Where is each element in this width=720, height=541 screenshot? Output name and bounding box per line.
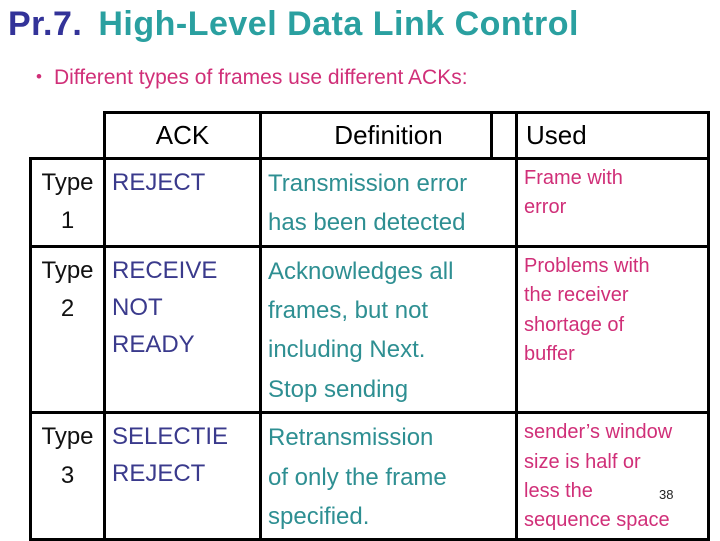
cell-row3-ack: SELECTIE REJECT [103,411,262,541]
header-used: Used [515,111,710,160]
slide-title-main: High-Level Data Link Control [98,5,579,43]
definition-used-divider-segment [490,112,493,160]
cell-row3-type: Type 3 [29,411,106,541]
cell-row1-used: Frame with error [515,157,710,248]
cell-row1-definition: Transmission error has been detected [259,157,518,248]
cell-row2-used: Problems with the receiver shortage of b… [515,244,710,415]
cell-row2-definition: Acknowledges all frames, but not includi… [259,244,518,415]
bullet-line: • Different types of frames use different… [36,66,468,90]
ack-types-table: ACK Definition Used Type 1 REJECT Transm… [29,111,710,541]
cell-row1-type: Type 1 [29,157,106,248]
cell-row1-ack: REJECT [103,157,262,248]
page-number: 38 [659,487,674,502]
slide-title: Pr.7. High-Level Data Link Control [8,5,579,44]
slide-title-prefix: Pr.7. [8,5,83,43]
cell-row2-ack: RECEIVE NOT READY [103,244,262,415]
bullet-marker-icon: • [36,67,42,86]
cell-row2-type: Type 2 [29,244,106,415]
cell-row3-used: sender’s window size is half or less the… [515,411,710,541]
cell-row3-definition: Retransmission of only the frame specifi… [259,411,518,541]
header-empty-cell [30,112,106,160]
bullet-text: Different types of frames use different … [53,66,468,89]
header-definition: Definition [259,111,518,160]
header-ack: ACK [103,111,262,160]
